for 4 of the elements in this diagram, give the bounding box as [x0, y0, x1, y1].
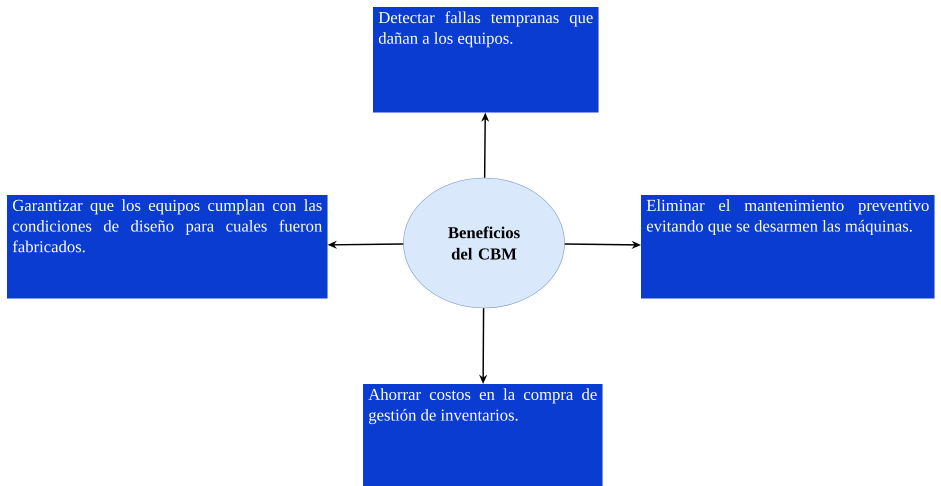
text-box: Garantizar que los equipos cumplan con las condiciones de diseño para cuales fueron fabricados. — [7, 195, 328, 299]
text-box: Eliminar el mantenimiento preventivo evitando que se desarmen las máquinas. — [641, 195, 935, 299]
text-box: Detectar fallas tempranas que dañan a los equipos. — [373, 7, 599, 113]
text-box: Ahorrar costos en la compra de gestión de inventarios. — [363, 384, 603, 486]
